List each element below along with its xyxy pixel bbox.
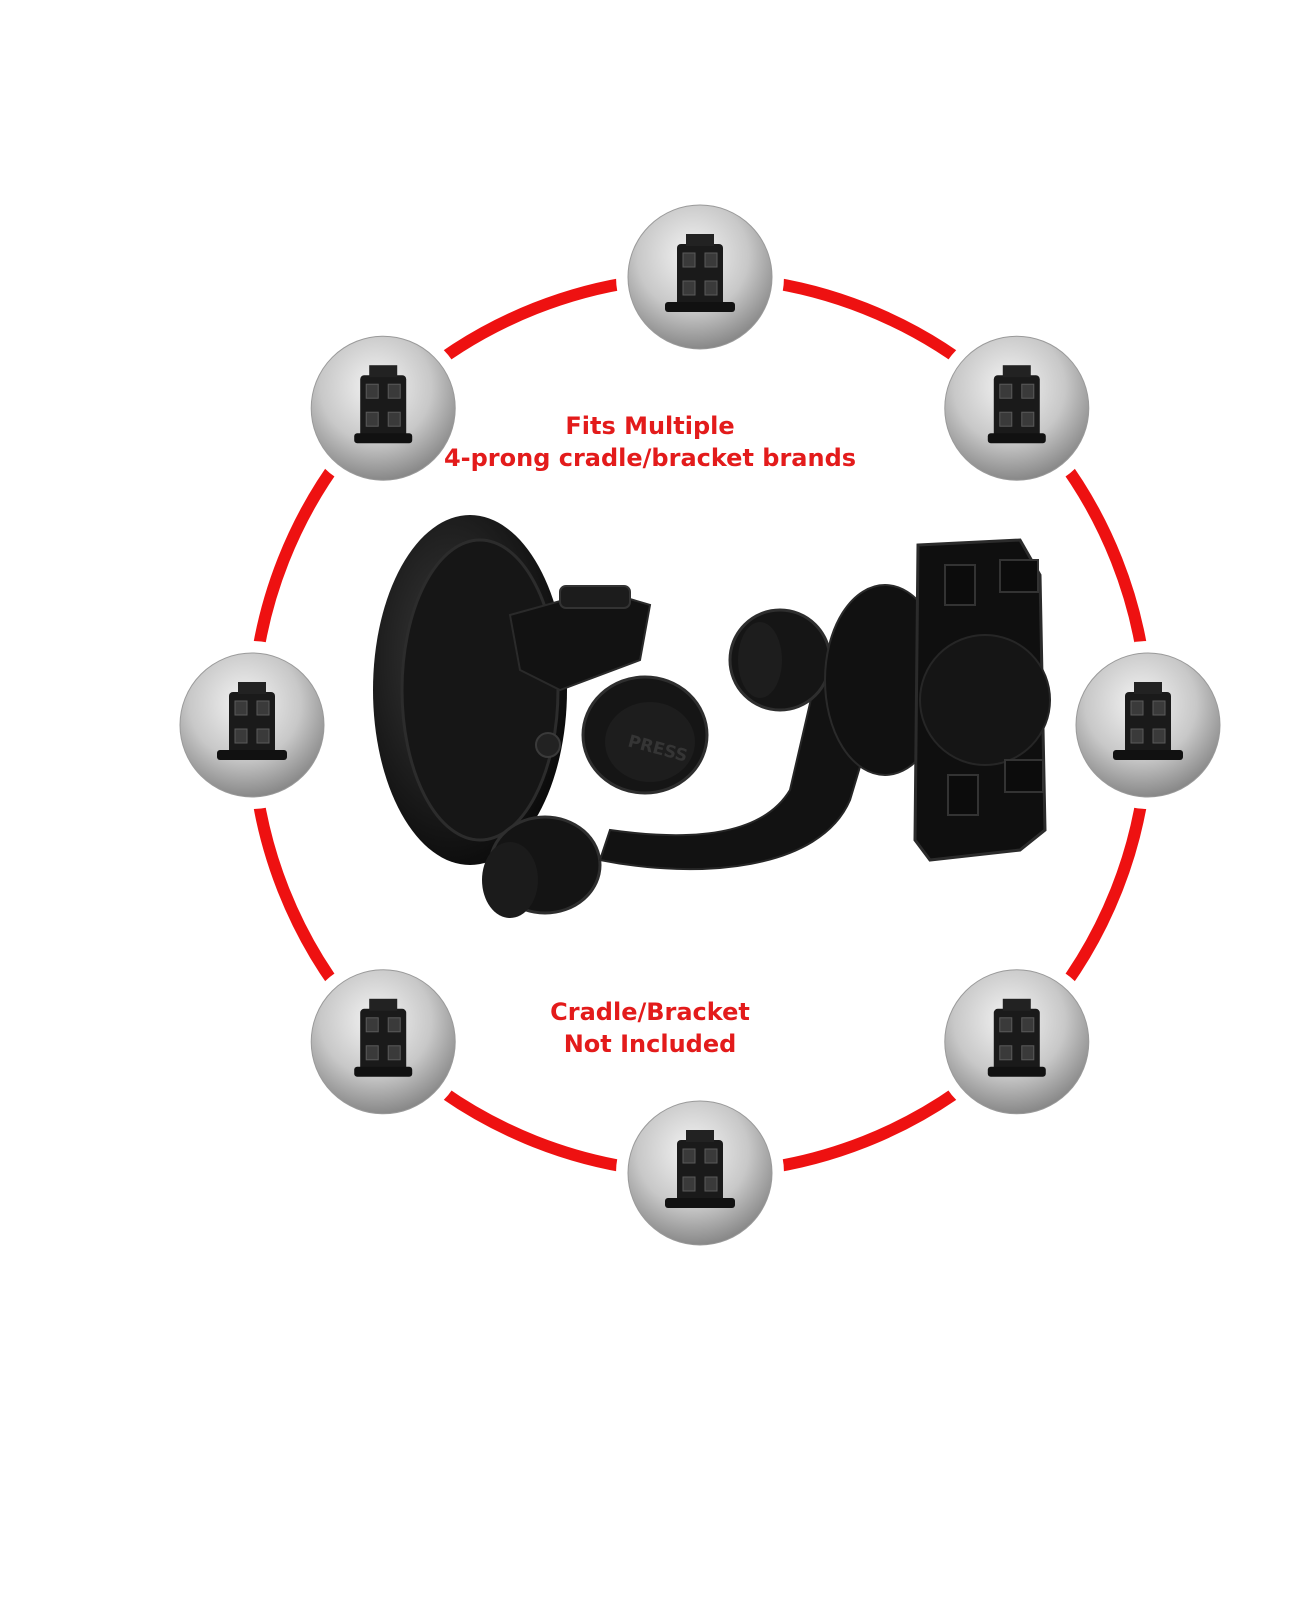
caption-bottom-line1: Cradle/Bracket [550,998,750,1026]
cradle-right-icon [1064,641,1232,809]
caption-top-line1: Fits Multiple [565,412,735,440]
cradle-bottom-icon [616,1089,784,1257]
cradle-top-icon [616,193,784,361]
cradle-bottom-left-icon [299,957,468,1126]
cradle-top-left-icon [299,324,468,493]
caption-bottom: Cradle/Bracket Not Included [0,996,1300,1060]
caption-top: Fits Multiple 4-prong cradle/bracket bra… [0,410,1300,474]
cradle-top-right-icon [932,324,1101,493]
caption-bottom-line2: Not Included [563,1030,737,1058]
suction-cup-mount-icon: PRESS [373,515,1051,918]
cradle-left-icon [168,641,336,809]
badges [168,193,1232,1257]
cradle-bottom-right-icon [932,957,1101,1126]
caption-top-line2: 4-prong cradle/bracket brands [443,444,857,472]
